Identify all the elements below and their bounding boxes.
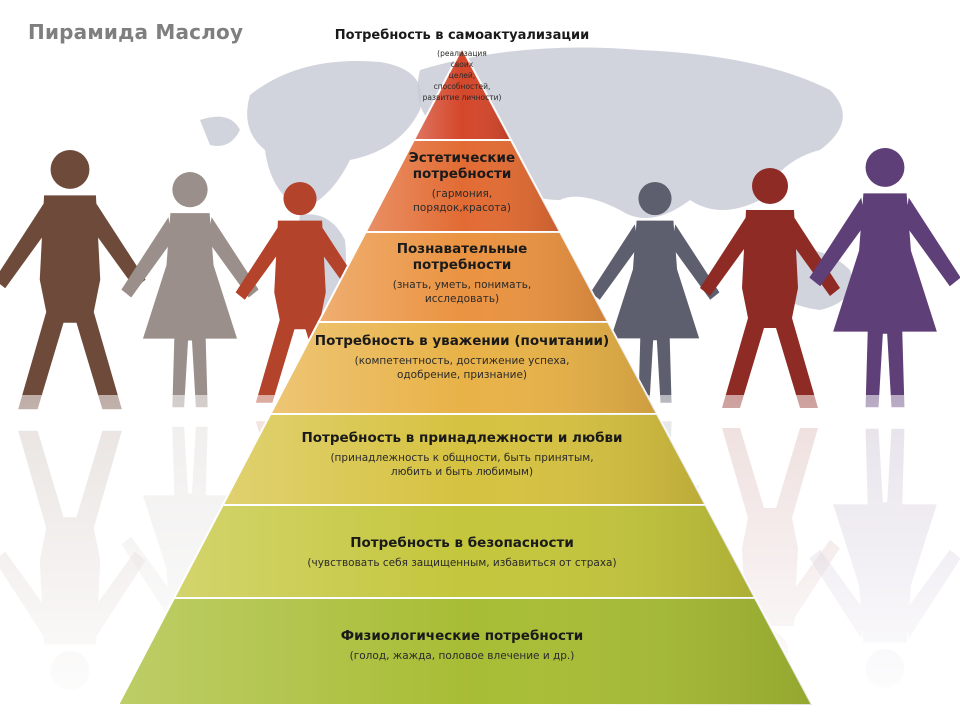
level-details: (принадлежность к общности, быть приняты…	[252, 451, 672, 479]
level-heading: Эстетические потребности	[408, 150, 516, 182]
level-detail-line: (чувствовать себя защищенным, избавиться…	[307, 557, 617, 569]
pyramid-level-shading	[222, 414, 706, 505]
level-details: (гармония, порядок,красота)	[372, 187, 552, 215]
level-label-1: Потребность в самоактуализации (реализаци…	[312, 28, 612, 103]
level-detail-line: своих	[450, 60, 474, 69]
level-heading: Познавательные потребности	[396, 241, 528, 273]
pyramid-level-shading	[174, 505, 755, 598]
level-details: (голод, жажда, половое влечение и др.)	[242, 649, 682, 663]
level-heading: Потребность в принадлежности и любви	[301, 430, 623, 446]
level-detail-line: (голод, жажда, половое влечение и др.)	[349, 650, 575, 662]
level-detail-line: развитие личности)	[422, 93, 502, 102]
level-detail-line: порядок,красота)	[413, 202, 511, 214]
map-continent	[200, 116, 240, 146]
pyramid-level-shading	[270, 322, 657, 414]
level-detail-line: любить и быть любимым)	[390, 466, 534, 478]
person-figure	[0, 150, 146, 410]
pyramid-level-shading	[318, 232, 608, 322]
level-label-6: Потребность в безопасности (чувствовать с…	[242, 535, 682, 570]
level-label-7: Физиологические потребности (голод, жажда…	[242, 628, 682, 663]
level-label-4: Потребность в уважении (почитании) (компе…	[312, 333, 612, 382]
level-heading: Потребность в безопасности	[350, 535, 574, 551]
level-detail-line: (принадлежность к общности, быть приняты…	[330, 452, 594, 464]
person-figure	[809, 148, 960, 408]
level-detail-line: исследовать)	[424, 293, 500, 305]
level-label-3: Познавательные потребности (знать, уметь,…	[357, 241, 567, 306]
pyramid-level-shading	[365, 140, 561, 232]
level-heading: Потребность в уважении (почитании)	[314, 333, 610, 349]
level-detail-line: целей,	[448, 71, 476, 80]
diagram-title: Пирамида Маслоу	[28, 20, 244, 44]
level-detail-line: (знать, уметь, понимать,	[392, 279, 532, 291]
level-details: (компетентность, достижение успеха, одобр…	[312, 354, 612, 382]
pyramid	[116, 45, 814, 706]
level-details: (знать, уметь, понимать, исследовать)	[357, 278, 567, 306]
level-details: (реализация своих целей, способностей, разви…	[312, 48, 612, 103]
level-detail-line: (компетентность, достижение успеха,	[354, 355, 570, 367]
level-details: (чувствовать себя защищенным, избавиться…	[242, 556, 682, 570]
level-detail-line: одобрение, признание)	[396, 369, 527, 381]
level-label-2: Эстетические потребности (гармония, порядо…	[372, 150, 552, 215]
pyramid-level-shading	[118, 598, 812, 705]
pyramid-level-shading	[413, 48, 512, 140]
level-heading: Потребность в самоактуализации	[334, 28, 590, 43]
level-detail-line: (гармония,	[431, 188, 493, 200]
level-heading: Физиологические потребности	[340, 628, 584, 644]
map-continent	[247, 60, 422, 211]
level-detail-line: (реализация	[437, 49, 487, 58]
level-label-5: Потребность в принадлежности и любви (при…	[252, 430, 672, 479]
level-detail-line: способностей,	[433, 82, 491, 91]
